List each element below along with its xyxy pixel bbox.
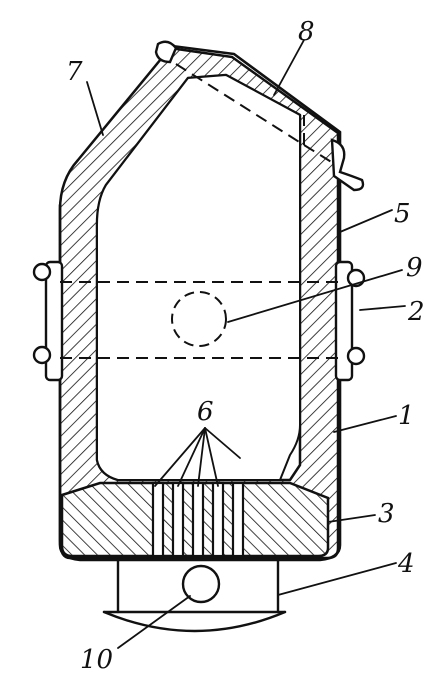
- label-5: 5: [394, 199, 411, 229]
- label-8: 8: [298, 17, 315, 47]
- label-6: 6: [197, 397, 214, 427]
- label-4: 4: [397, 549, 415, 579]
- air-inlet-circle: [181, 564, 221, 604]
- wind-box: [102, 558, 287, 633]
- dashed-port-circle: [171, 291, 227, 347]
- right-flange: [334, 260, 366, 382]
- label-7: 7: [66, 57, 83, 87]
- leader-lines: [86, 39, 406, 649]
- outer-casing: [58, 44, 342, 562]
- label-1: 1: [398, 401, 415, 431]
- label-2: 2: [407, 297, 425, 327]
- label-10: 10: [80, 645, 113, 675]
- dashed-lines: [60, 63, 340, 359]
- top-flange: [154, 40, 365, 192]
- furnace-cavity: [96, 73, 301, 481]
- label-9: 9: [406, 253, 423, 283]
- label-3: 3: [378, 499, 395, 529]
- left-flange: [32, 260, 64, 382]
